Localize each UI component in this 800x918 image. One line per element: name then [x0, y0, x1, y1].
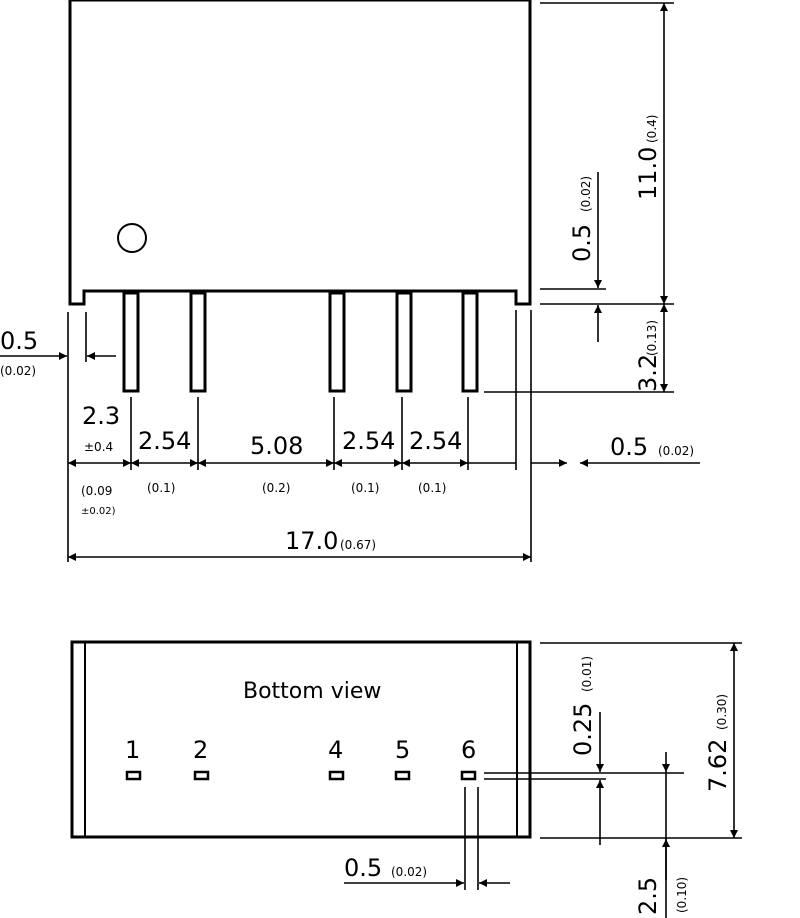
- dim-offset-left-mm: 0.5: [0, 327, 38, 355]
- dim-pin-width-mm: 0.5: [344, 854, 382, 882]
- pin-label-6: 6: [461, 736, 476, 764]
- dim-pitch-5-6-mm: 2.54: [409, 427, 462, 455]
- dim-offset-right-inch: (0.02): [658, 444, 694, 458]
- dim-pitch-2-4-mm: 5.08: [250, 432, 303, 460]
- dim-pitch-4-5-inch: (0.1): [351, 481, 379, 495]
- bottom-body-outline: [70, 640, 532, 839]
- dim-pitch-1-2-inch: (0.1): [147, 481, 175, 495]
- bottom-extension-lines: [464, 642, 742, 890]
- dim-length-inch: (0.67): [340, 538, 376, 552]
- pin-label-2: 2: [193, 736, 208, 764]
- dim-pitch-1-2-mm: 2.54: [138, 427, 191, 455]
- pin-label-4: 4: [328, 736, 343, 764]
- dim-pin-length-inch: (0.13): [645, 320, 659, 356]
- dim-standoff-inch: (0.02): [579, 176, 593, 212]
- pad-5: [394, 770, 411, 781]
- dim-pitch-2-4-inch: (0.2): [262, 481, 290, 495]
- side-view: 0.5 (0.02) 2.3 ±0.4 (0.09 ±0.02) 2.54 (0…: [0, 0, 700, 562]
- dim-offset-left-inch: (0.02): [0, 364, 36, 378]
- dim-height-inch: (0.4): [645, 115, 659, 143]
- pad-1: [125, 770, 142, 781]
- dim-pin-length-mm: 3.2: [634, 354, 662, 392]
- pin-label-1: 1: [125, 736, 140, 764]
- dim-first-pin-inch: (0.09: [81, 484, 112, 498]
- dim-width-inch: (0.30): [715, 694, 729, 730]
- dim-row-offset-inch: (0.10): [675, 877, 689, 913]
- pin-5: [395, 291, 413, 393]
- pin-label-5: 5: [395, 736, 410, 764]
- dim-pin-thickness-mm: 0.25: [569, 703, 597, 756]
- bottom-view: Bottom view 1 2 4 5 6 7.62 (0.30) 0.: [70, 640, 742, 918]
- dim-pitch-5-6-inch: (0.1): [418, 481, 446, 495]
- dim-first-pin-tol: ±0.4: [84, 440, 113, 454]
- dim-pin-width-inch: (0.02): [391, 865, 427, 879]
- pin-1: [122, 291, 140, 393]
- dim-pin-thickness-inch: (0.01): [580, 656, 594, 692]
- dim-length-mm: 17.0: [285, 527, 338, 555]
- module-body-outline: [68, 0, 532, 306]
- pin-pads: [125, 770, 477, 781]
- dim-height-mm: 11.0: [634, 147, 662, 200]
- extension-lines: [67, 2, 674, 562]
- dim-pitch-4-5-mm: 2.54: [342, 427, 395, 455]
- pin-4: [328, 291, 346, 393]
- pad-2: [193, 770, 210, 781]
- dim-row-offset-mm: 2.5: [634, 877, 662, 915]
- dim-standoff-mm: 0.5: [568, 224, 596, 262]
- pad-6: [460, 770, 477, 781]
- dim-first-pin-mm: 2.3: [82, 402, 120, 430]
- dim-width-mm: 7.62: [704, 739, 732, 792]
- dim-first-pin-inch-tol: ±0.02): [81, 506, 116, 517]
- pins: [122, 291, 479, 393]
- dim-offset-right-mm: 0.5: [610, 433, 648, 461]
- bottom-view-title: Bottom view: [243, 679, 381, 704]
- pin-2: [189, 291, 207, 393]
- pad-4: [328, 770, 345, 781]
- pin-6: [461, 291, 479, 393]
- pin1-orientation-circle: [117, 223, 147, 253]
